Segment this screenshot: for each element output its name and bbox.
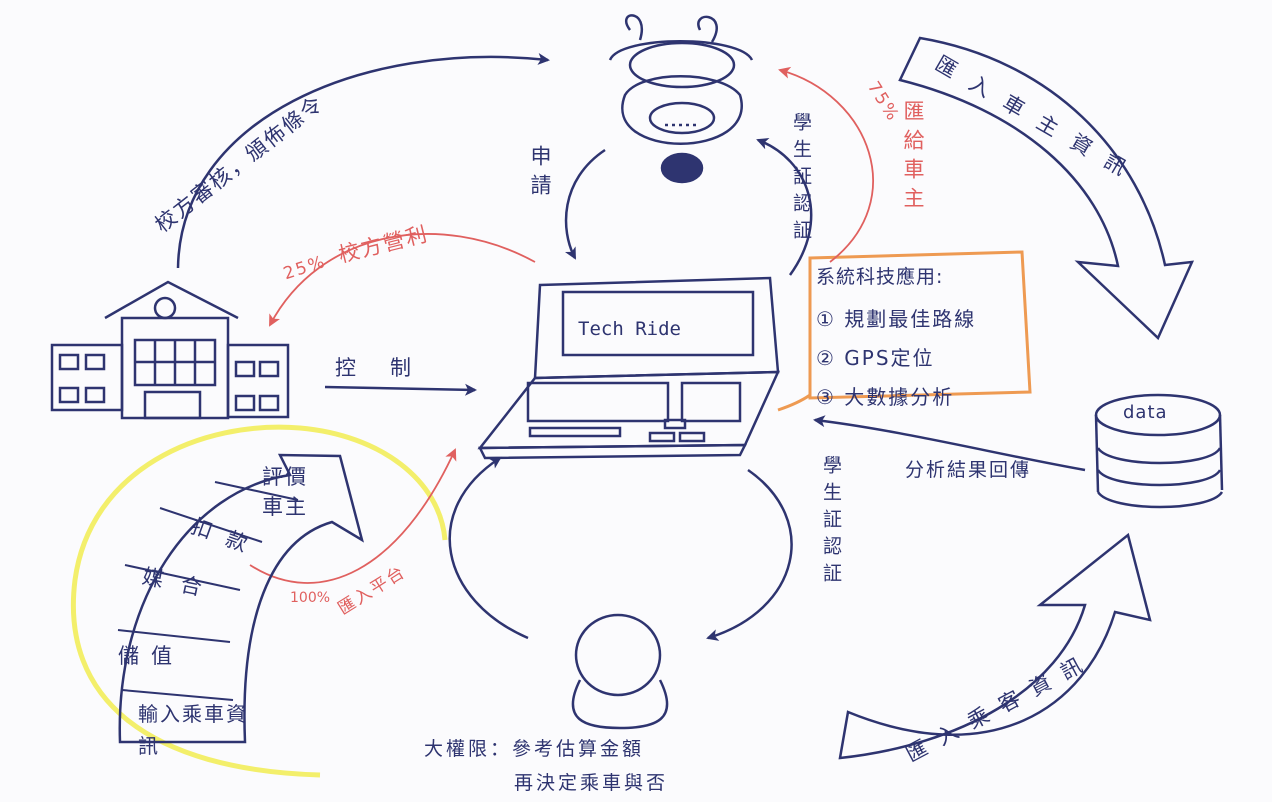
database-icon — [1094, 393, 1224, 509]
step-rate-owner-text: 評價車主 — [262, 465, 308, 519]
laptop-icon — [477, 276, 780, 460]
label-platform-pct: 100% — [290, 590, 331, 606]
rider-note-line2: 再決定乘車與否 — [514, 772, 669, 794]
tech-box-tail — [777, 393, 811, 412]
yellow-highlight-arc — [71, 424, 448, 778]
tech-item-bigdata: ③ 大數據分析 — [816, 385, 955, 409]
car-owner-icon — [608, 14, 754, 184]
tech-item-gps: ② GPS定位 — [816, 346, 935, 370]
label-analysis-return: 分析結果回傳 — [905, 459, 1032, 481]
step-deposit: 儲值 — [118, 644, 184, 668]
laptop-screen-text: Tech Ride — [578, 318, 681, 340]
arrow-platform — [249, 448, 457, 584]
arrow-cert-bottom — [706, 468, 793, 641]
arrow-rider-to-laptop — [448, 456, 529, 640]
tech-box: 系統科技應用: ① 規劃最佳路線 ② GPS定位 ③ 大數據分析 — [816, 262, 1031, 420]
arrow-control — [324, 383, 477, 396]
arrow-cert-top — [756, 137, 813, 276]
tech-item-route: ① 規劃最佳路線 — [816, 307, 977, 331]
passenger-info-block-arrow — [838, 532, 1152, 760]
owner-info-block-arrow — [898, 36, 1195, 341]
rider-note-line1: 大權限：參考估算金額 — [424, 738, 645, 760]
label-student-cert-bottom: 學生証認証 — [820, 455, 842, 590]
label-control: 控制 — [335, 356, 445, 380]
arrow-apply — [564, 148, 606, 260]
label-apply: 申請 — [528, 145, 552, 203]
label-owner-info-1: 匯入車主資訊 — [931, 48, 1179, 189]
tech-box-title: 系統科技應用: — [816, 266, 944, 288]
tech-box-outline — [808, 250, 1032, 400]
step-rate-owner: 評價車主 — [262, 462, 322, 522]
arrow-school-profit — [269, 233, 536, 327]
steps-block-arrow — [118, 453, 364, 744]
arrow-pay-owner — [778, 66, 874, 263]
step-input-ride-text: 輸入乘車資訊 — [138, 702, 248, 758]
rider-note: 大權限：參考估算金額 再決定乘車與否 — [424, 732, 754, 800]
label-passenger-info: 匯入乘客資訊 — [900, 647, 1110, 772]
school-building-icon — [50, 280, 290, 420]
step-input-ride: 輸入乘車資訊 — [138, 698, 248, 762]
rider-figure-icon — [571, 613, 669, 730]
arrow-school-to-owner — [176, 52, 550, 269]
label-student-cert-top: 學生証認証 — [790, 112, 812, 247]
label-pay-owner: 匯給車主 — [901, 100, 925, 216]
database-label: data — [1123, 402, 1168, 423]
arrow-analysis — [813, 415, 1086, 472]
